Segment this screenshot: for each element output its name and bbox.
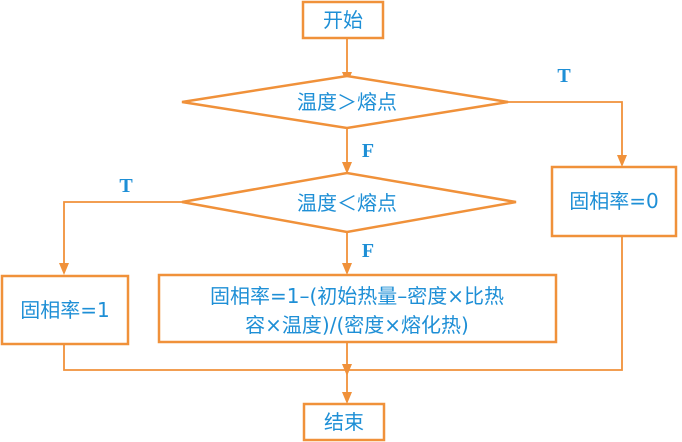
start-label: 开始	[323, 8, 363, 32]
end-label: 结束	[324, 410, 364, 434]
d1-false-label: F	[362, 140, 374, 162]
node-formula: 固相率=1–(初始热量–密度×比热 容×温度)/(密度×熔化热)	[157, 273, 558, 344]
decision1-label: 温度＞熔点	[297, 90, 397, 114]
node-end: 结束	[302, 402, 386, 442]
solid-one-label: 固相率=1	[20, 298, 109, 322]
solid-zero-label: 固相率=0	[569, 189, 658, 213]
d2-true-label: T	[119, 175, 133, 197]
edge-decision1-solid-zero	[508, 101, 623, 158]
formula-line1: 固相率=1–(初始热量–密度×比热	[210, 284, 504, 308]
solid-zero-box	[550, 165, 678, 238]
edge-decision2-solid-one	[63, 201, 182, 265]
node-solid-one: 固相率=1	[0, 274, 130, 346]
arrowhead	[342, 162, 352, 174]
end-box	[302, 402, 386, 442]
decision1-diamond	[181, 74, 509, 130]
decision2-label: 温度＜熔点	[297, 191, 397, 215]
formula-line2: 容×温度)/(密度×熔化热)	[245, 313, 469, 337]
arrowhead	[59, 263, 69, 275]
node-solid-zero: 固相率=0	[550, 165, 678, 238]
d2-false-label: F	[362, 240, 374, 262]
start-box	[301, 0, 385, 40]
node-decision2: 温度＜熔点	[181, 171, 517, 234]
edges	[59, 38, 627, 404]
formula-box	[157, 273, 558, 344]
node-start: 开始	[301, 0, 385, 40]
decision2-diamond	[181, 171, 517, 234]
arrowhead	[342, 364, 352, 376]
solid-one-box	[0, 274, 130, 346]
arrowhead	[342, 392, 352, 404]
edge-solid-zero-merge	[347, 236, 623, 371]
arrowhead	[342, 263, 352, 275]
node-decision1: 温度＞熔点	[181, 74, 509, 130]
arrowhead	[617, 155, 627, 167]
d1-true-label: T	[557, 65, 571, 87]
edge-solid-one-merge	[63, 344, 347, 371]
